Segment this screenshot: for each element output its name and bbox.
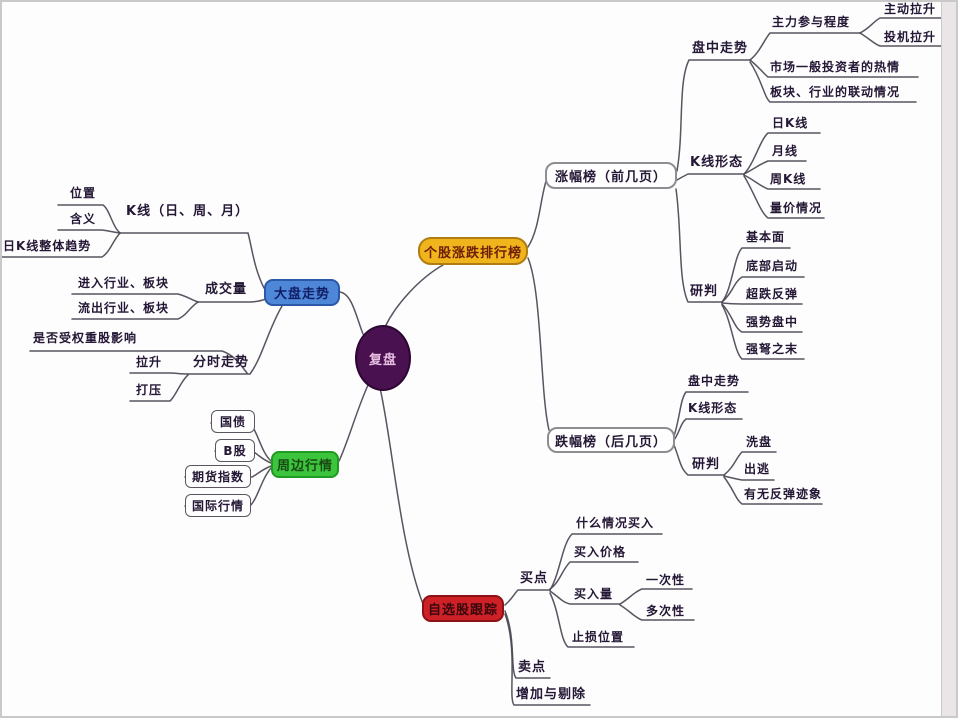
node-washing[interactable]: 洗盘: [746, 435, 773, 449]
node-gainers-intraday[interactable]: 盘中走势: [692, 41, 749, 56]
node-kline-daily-trend[interactable]: 日K线整体趋势: [3, 239, 92, 253]
node-fenshi[interactable]: 分时走势: [193, 355, 250, 370]
node-losers-intraday[interactable]: 盘中走势: [688, 374, 741, 388]
right-edge-strip: [941, 0, 958, 718]
node-one-time[interactable]: 一次性: [646, 573, 686, 587]
node-fundamentals[interactable]: 基本面: [746, 230, 786, 244]
node-kline-position[interactable]: 位置: [70, 186, 97, 200]
node-losers[interactable]: 跌幅榜（后几页）: [547, 427, 675, 453]
node-gov-bonds[interactable]: 国债: [211, 410, 255, 433]
node-fenshi-suppress[interactable]: 打压: [136, 383, 163, 397]
node-losers-judge[interactable]: 研判: [692, 457, 721, 472]
node-strong-intraday[interactable]: 强势盘中: [746, 315, 799, 329]
node-buy-amount[interactable]: 买入量: [574, 587, 614, 601]
node-bottom-launch[interactable]: 底部启动: [746, 259, 799, 273]
node-buy-price[interactable]: 买入价格: [574, 545, 627, 559]
node-active-pullup[interactable]: 主动拉升: [884, 2, 937, 16]
node-zhoubian[interactable]: 周边行情: [271, 451, 339, 478]
node-weekly-kline[interactable]: 周K线: [770, 172, 807, 186]
node-main-force[interactable]: 主力参与程度: [772, 15, 851, 29]
node-volume-outflow[interactable]: 流出行业、板块: [78, 301, 170, 315]
node-spent-force[interactable]: 强弩之末: [746, 342, 799, 356]
node-futures-index[interactable]: 期货指数: [185, 465, 251, 488]
node-ranking[interactable]: 个股涨跌排行榜: [418, 237, 528, 265]
node-volume-inflow[interactable]: 进入行业、板块: [78, 276, 170, 290]
node-kline-dwm[interactable]: K线（日、周、月）: [126, 204, 250, 219]
node-monthly-line[interactable]: 月线: [772, 144, 799, 158]
node-gainers-judge[interactable]: 研判: [690, 284, 719, 299]
node-sector-linkage[interactable]: 板块、行业的联动情况: [770, 85, 901, 99]
node-buy-when[interactable]: 什么情况买入: [576, 516, 655, 530]
node-dapan[interactable]: 大盘走势: [264, 279, 340, 306]
node-multiple-times[interactable]: 多次性: [646, 604, 686, 618]
node-gainers[interactable]: 涨幅榜（前几页）: [545, 162, 677, 189]
node-kline-meaning[interactable]: 含义: [70, 212, 97, 226]
node-exit[interactable]: 出逃: [744, 462, 771, 476]
node-watchlist[interactable]: 自选股跟踪: [422, 595, 504, 622]
node-volume[interactable]: 成交量: [205, 282, 248, 297]
node-fenshi-weighted-stocks[interactable]: 是否受权重股影响: [33, 331, 138, 345]
node-rebound-signs[interactable]: 有无反弹迹象: [744, 487, 823, 501]
node-buy-point[interactable]: 买点: [520, 571, 549, 586]
node-add-remove[interactable]: 增加与剔除: [516, 687, 587, 702]
node-speculative-pullup[interactable]: 投机拉升: [884, 30, 937, 44]
node-investor-enthusiasm[interactable]: 市场一般投资者的热情: [770, 60, 901, 74]
node-intl-market[interactable]: 国际行情: [185, 494, 251, 517]
node-volume-price[interactable]: 量价情况: [770, 201, 823, 215]
node-b-shares[interactable]: B股: [215, 439, 255, 462]
node-sell-point[interactable]: 卖点: [518, 660, 547, 675]
node-gainers-kline[interactable]: K线形态: [690, 155, 744, 170]
node-stop-loss[interactable]: 止损位置: [572, 630, 625, 644]
node-root[interactable]: 复盘: [355, 325, 411, 391]
node-oversold-rebound[interactable]: 超跌反弹: [746, 287, 799, 301]
node-daily-kline[interactable]: 日K线: [772, 116, 809, 130]
node-fenshi-pullup[interactable]: 拉升: [136, 355, 163, 369]
node-losers-kline[interactable]: K线形态: [688, 401, 738, 415]
